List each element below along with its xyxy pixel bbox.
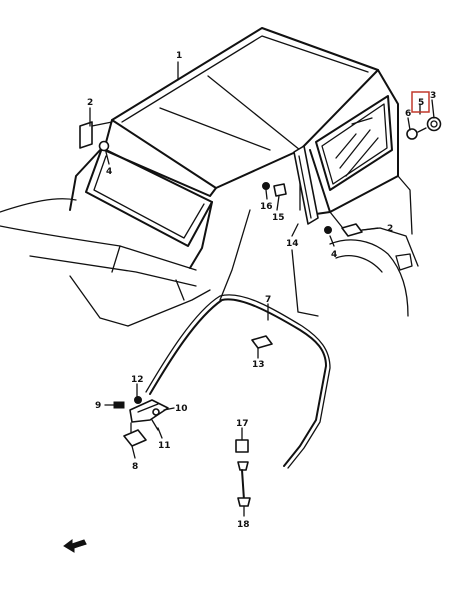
callout-13: 13 [252, 360, 265, 370]
callout-9: 9 [95, 401, 101, 411]
upper-right-hardware [406, 116, 442, 140]
body-outline [0, 149, 419, 327]
callout-11: 11 [158, 441, 171, 451]
callout-labels: 1 2 2 3 4 4 5 6 7 8 9 10 11 12 13 14 15 … [87, 51, 436, 530]
callout-10: 10 [175, 404, 188, 414]
callout-14: 14 [286, 239, 299, 249]
callout-18: 18 [237, 520, 250, 530]
windshield-frame [69, 147, 213, 269]
callout-5: 5 [418, 98, 424, 108]
pillar-trim-part [293, 145, 319, 225]
callout-1: 1 [176, 51, 182, 61]
side-window [315, 95, 393, 191]
leader-lines [89, 61, 435, 517]
front-arrow-icon [63, 539, 87, 553]
pillar-fasteners [262, 182, 363, 237]
callout-3: 3 [430, 91, 436, 101]
callout-7: 7 [265, 295, 271, 305]
callout-2: 2 [387, 224, 393, 234]
callout-4: 4 [106, 167, 112, 177]
pad-part [251, 335, 273, 349]
callout-16: 16 [260, 202, 273, 212]
hard-top-roof [103, 27, 399, 215]
weatherstrip-part [145, 294, 331, 469]
strap-part [235, 439, 251, 507]
callout-5-highlight [411, 91, 430, 113]
callout-6: 6 [405, 109, 411, 119]
callout-12: 12 [131, 375, 144, 385]
callout-4: 4 [331, 250, 337, 260]
callout-17: 17 [236, 419, 249, 429]
callout-15: 15 [272, 213, 285, 223]
corner-bracket-part [79, 121, 113, 152]
callout-8: 8 [132, 462, 138, 472]
latch-assembly [113, 396, 169, 447]
callout-2: 2 [87, 98, 93, 108]
